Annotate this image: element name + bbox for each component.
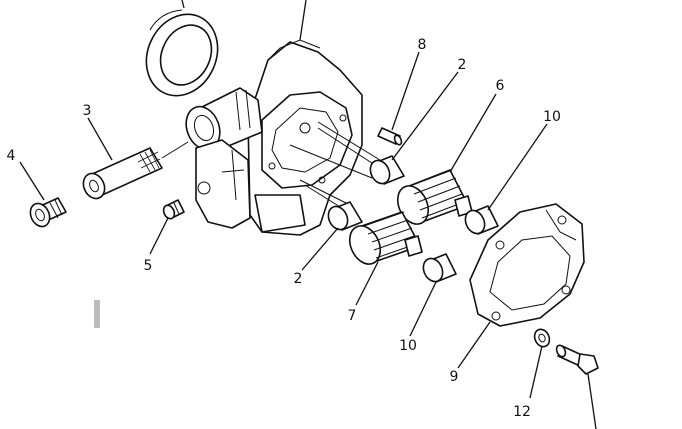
scan-smudge [94,300,100,328]
dowel-pin-part [377,127,403,146]
callout-8: 8 [418,37,427,53]
washer-part [533,328,551,348]
pump-cover-part [469,203,585,327]
bushing-lower [327,201,363,231]
callout-10-upper: 10 [543,109,561,125]
callout-2-upper: 2 [458,57,467,73]
bushing-10-upper [464,205,499,235]
callout-3: 3 [83,103,92,119]
strainer-part [82,141,189,200]
bushing-upper [369,155,405,185]
leader-lines [19,0,597,429]
bushing-10-lower [422,253,457,283]
drive-gear-part [396,169,473,225]
small-plug-part [162,199,185,220]
callout-12: 12 [513,404,531,420]
callout-9: 9 [450,369,459,385]
bolt-part [555,344,599,375]
callout-10-lower: 10 [399,338,417,354]
callout-2-lower: 2 [294,271,303,287]
pump-housing [185,39,381,236]
oil-seal-ring [145,0,219,97]
callout-4: 4 [7,148,16,164]
plug-part [29,197,67,228]
driven-gear-part [348,211,423,265]
callout-6: 6 [496,78,505,94]
callout-5: 5 [144,258,153,274]
callout-7: 7 [348,308,357,324]
callout-labels: 8 2 6 10 3 4 5 2 7 10 9 12 [7,37,561,420]
